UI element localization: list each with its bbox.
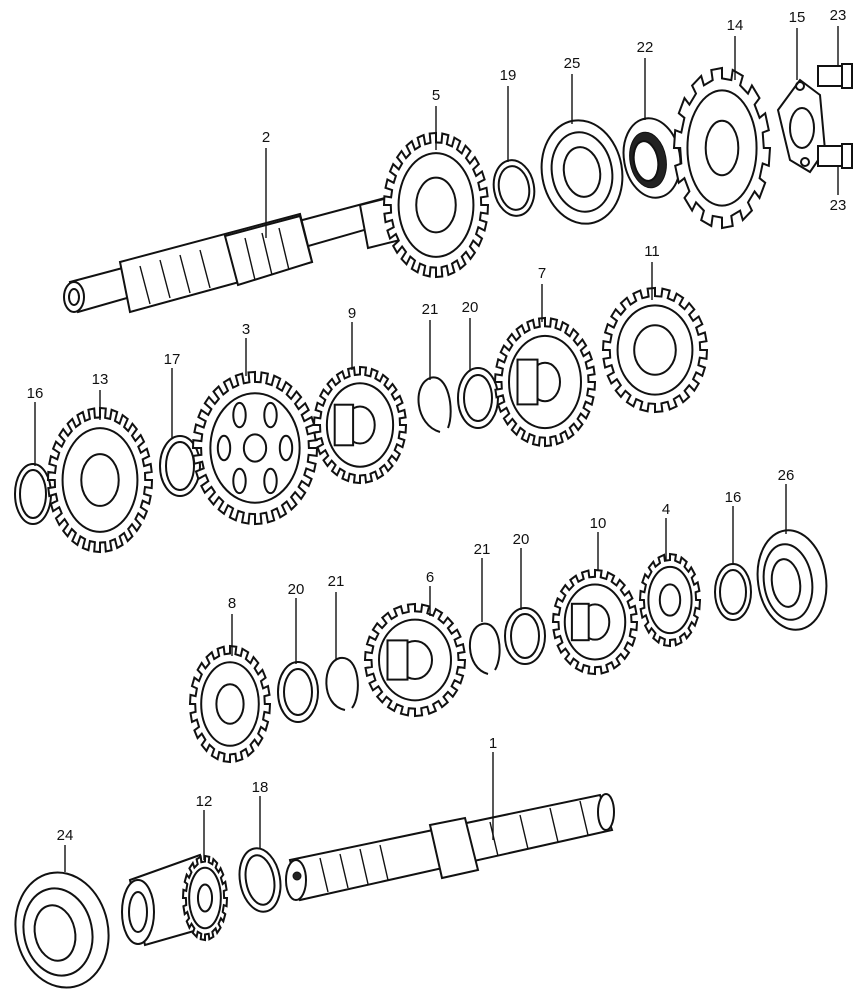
callout-14: 14 (727, 17, 744, 34)
callout-11: 11 (644, 243, 660, 260)
callout-13: 13 (92, 371, 109, 388)
part-10-gear (551, 568, 639, 676)
part-7-gear (493, 316, 597, 448)
callout-23-upper: 23 (830, 7, 847, 24)
part-16-washer-left (14, 463, 52, 525)
part-20-washer-a (457, 367, 499, 429)
callout-4: 4 (662, 501, 670, 518)
callout-21-a: 21 (422, 301, 439, 318)
callout-24: 24 (57, 827, 74, 844)
part-1-countershaft (285, 793, 615, 902)
callout-25: 25 (564, 55, 581, 72)
callout-22: 22 (637, 39, 654, 56)
part-22-oil-seal (622, 117, 682, 199)
part-5-gear (382, 131, 490, 279)
callout-1: 1 (489, 735, 497, 752)
callout-10: 10 (590, 515, 607, 532)
part-15-sprocket-plate (776, 78, 827, 174)
callout-7: 7 (538, 265, 546, 282)
part-20-washer-b (277, 661, 319, 723)
part-18-washer (238, 847, 282, 913)
part-23-bolt-lower (817, 143, 853, 169)
part-9-gear (312, 365, 408, 485)
part-19-thrust-washer (492, 159, 536, 217)
callout-19: 19 (500, 67, 517, 84)
part-23-bolt-upper (817, 63, 853, 89)
callout-20-a: 20 (462, 299, 479, 316)
callout-23-lower: 23 (830, 197, 847, 214)
callout-17: 17 (164, 351, 181, 368)
part-21-circlip-b (325, 656, 359, 711)
callout-2: 2 (262, 129, 270, 146)
callout-18: 18 (252, 779, 269, 796)
callout-16-left: 16 (27, 385, 44, 402)
part-8-gear (188, 644, 272, 764)
callout-20-c: 20 (513, 531, 530, 548)
part-3-gear (191, 370, 319, 526)
callout-5: 5 (432, 87, 440, 104)
part-2-mainshaft (63, 193, 410, 314)
part-24-bearing (14, 871, 110, 989)
part-12-gear (121, 853, 229, 947)
part-26-bearing (756, 529, 828, 631)
callout-labels: 2 5 19 25 22 14 15 23 23 16 13 17 3 9 21… (27, 7, 847, 844)
callout-12: 12 (196, 793, 213, 810)
callout-20-b: 20 (288, 581, 305, 598)
part-20-washer-c (504, 607, 546, 665)
callout-8: 8 (228, 595, 236, 612)
part-16-washer-right (714, 563, 752, 621)
callout-6: 6 (426, 569, 434, 586)
part-11-gear (601, 286, 709, 414)
callout-21-b: 21 (328, 573, 345, 590)
callout-26: 26 (778, 467, 795, 484)
part-21-circlip-c (469, 622, 501, 675)
callout-15: 15 (789, 9, 806, 26)
part-17-washer (159, 435, 201, 497)
callout-leaders (34, 26, 839, 872)
part-25-bearing (540, 119, 624, 225)
part-4-gear (638, 552, 702, 648)
callout-21-c: 21 (474, 541, 491, 558)
callout-9: 9 (348, 305, 356, 322)
part-13-gear (46, 406, 154, 554)
part-14-drive-sprocket (672, 66, 772, 230)
callout-3: 3 (242, 321, 250, 338)
part-6-gear (363, 602, 467, 718)
part-21-circlip-a (417, 376, 452, 433)
callout-16-right: 16 (725, 489, 742, 506)
